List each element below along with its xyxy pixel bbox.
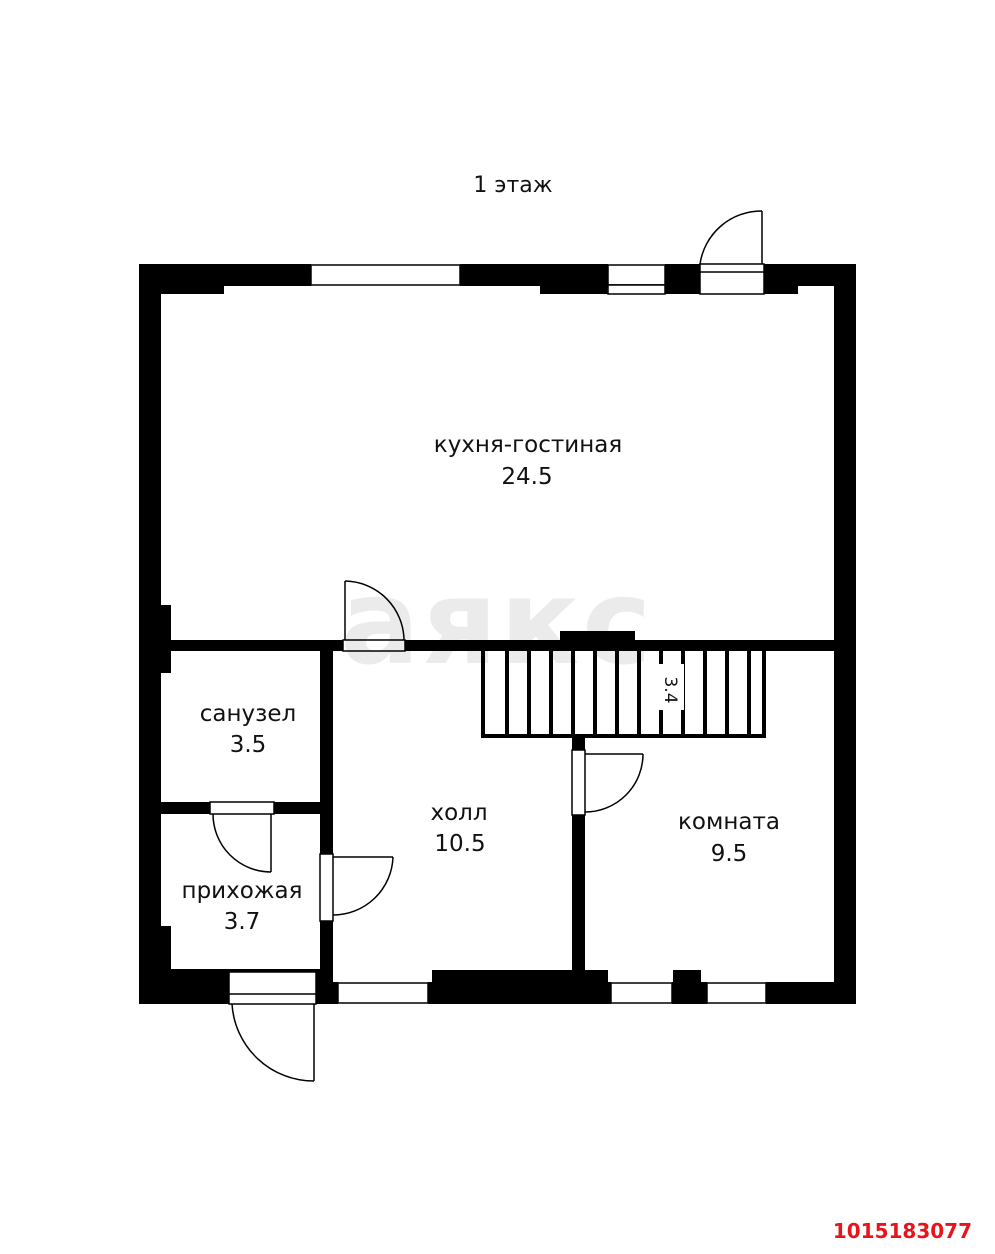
room-area-kitchen-living: 24.5 [501, 464, 552, 490]
stairs-label-bg [658, 664, 684, 710]
window-top-1 [310, 264, 461, 286]
room-area-bathroom: 3.5 [230, 732, 267, 758]
door-top-exterior [699, 210, 765, 295]
doors [209, 210, 765, 1082]
room-name-bathroom: санузел [200, 701, 296, 727]
door-room [571, 749, 644, 816]
bottom-wall-right [766, 982, 856, 1004]
stairs-area-label: 3.4 [660, 676, 680, 703]
left-wall-thickening [139, 605, 171, 673]
bottom-wall-middle [428, 982, 611, 1004]
window-top-2-lower [607, 284, 666, 295]
listing-id: 1015183077 [833, 1219, 972, 1243]
door-hall [319, 853, 394, 922]
windows [310, 264, 767, 1004]
door-bathroom [209, 801, 275, 873]
interior-wall-vertical-right-top [572, 735, 585, 750]
floor-title: 1 этаж [473, 173, 552, 198]
interior-wall-horizontal-left [161, 640, 343, 651]
room-labels: кухня-гостиная 24.5 санузел 3.5 холл 10.… [182, 432, 780, 935]
interior-wall-horizontal-right [405, 640, 836, 651]
top-wall-pier-right [665, 264, 700, 294]
stairs: 3.4 [481, 651, 766, 738]
window-bottom-3 [706, 982, 767, 1004]
room-name-hall: холл [430, 800, 487, 826]
door-kitchen [342, 580, 406, 652]
bottom-wall-middle-thickening [432, 970, 608, 984]
bottom-wall-pier-2 [672, 982, 707, 1004]
room-name-room: комната [678, 809, 780, 835]
window-bottom-1 [337, 982, 429, 1004]
room-area-hall: 10.5 [434, 831, 485, 857]
interior-wall-pier [560, 631, 635, 641]
interior-wall-bath-entry-left [161, 802, 210, 814]
room-area-entrance: 3.7 [224, 909, 261, 935]
door-front-entrance [228, 971, 317, 1082]
watermark-logo: аякс [340, 553, 653, 691]
stairs-inner [485, 651, 762, 734]
room-name-entrance: прихожая [182, 878, 303, 904]
bottom-wall-pier-2-thickening [673, 970, 701, 984]
room-name-kitchen-living: кухня-гостиная [434, 432, 622, 458]
window-top-2 [607, 264, 666, 286]
interior-wall-vertical-left-upper [320, 651, 333, 854]
top-wall-right-pier [764, 264, 798, 294]
interior-wall-bath-entry-right [274, 802, 322, 814]
outer-walls [139, 264, 856, 1004]
bottom-wall-left [139, 982, 229, 1004]
window-bottom-2 [610, 982, 673, 1004]
top-wall-middle-pier [540, 264, 608, 294]
right-wall [834, 264, 856, 1004]
interior-wall-vertical-left-lower [320, 921, 333, 1003]
interior-wall-vertical-right [572, 815, 585, 983]
room-area-room: 9.5 [711, 841, 748, 867]
